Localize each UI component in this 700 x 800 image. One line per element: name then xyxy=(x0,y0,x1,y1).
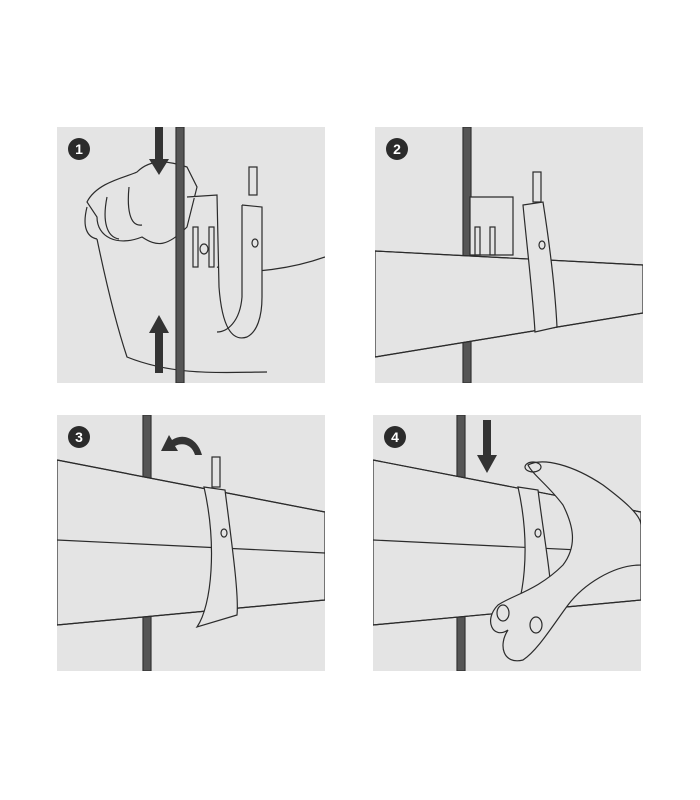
hanger-front-strap xyxy=(522,201,558,333)
arrow-down-icon xyxy=(477,420,497,473)
step-2-panel: 2 xyxy=(375,127,643,383)
step-3-panel: 3 xyxy=(57,415,325,671)
curved-arrow-icon xyxy=(161,435,202,455)
step-1-panel: 1 xyxy=(57,127,325,383)
hand-icon xyxy=(86,161,198,245)
step-number-badge: 2 xyxy=(386,138,408,160)
step-4-panel: 4 xyxy=(373,415,641,671)
step-number-badge: 4 xyxy=(384,426,406,448)
arrow-down-icon xyxy=(149,127,169,175)
step-1-illustration xyxy=(84,127,325,383)
arrow-up-icon xyxy=(149,315,169,373)
threaded-rod xyxy=(175,127,185,383)
hanger-back-strap xyxy=(216,205,243,333)
step-number-badge: 3 xyxy=(68,426,90,448)
step-2-illustration xyxy=(375,127,643,383)
hanger-front-strap xyxy=(186,194,263,339)
hanger-back-strap xyxy=(469,196,514,256)
hanger-band xyxy=(195,486,238,629)
pipe xyxy=(375,250,643,358)
step-3-illustration xyxy=(57,415,325,671)
step-number-badge: 1 xyxy=(68,138,90,160)
hand-icon xyxy=(490,461,641,662)
step-4-illustration xyxy=(373,415,641,671)
